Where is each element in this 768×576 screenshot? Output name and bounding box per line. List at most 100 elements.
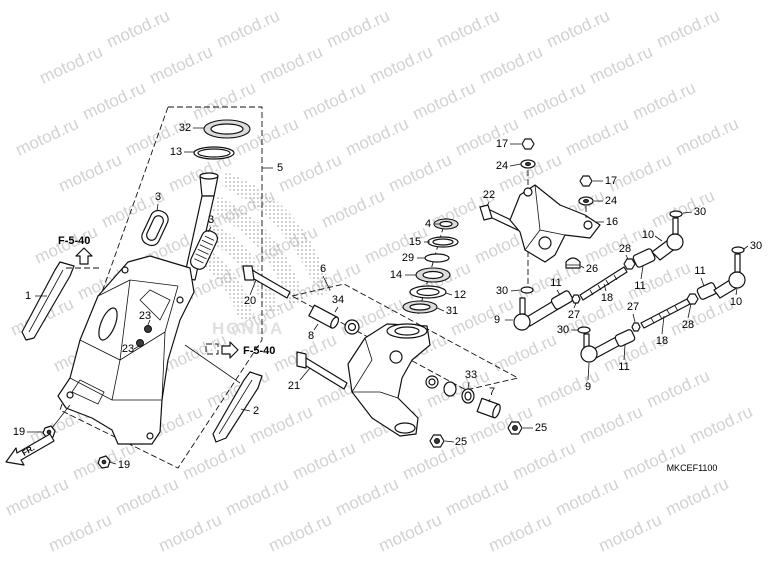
watermark-text: motod.ru [300,78,369,124]
callouts: 32 13 5 3 3 1 20 23 23 21 2 19 19 6 34 8… [13,122,762,471]
watermark-text: motod.ru [453,114,522,160]
callout: 6 [320,263,326,275]
callout: 27 [568,309,580,321]
callout: 21 [288,380,300,392]
part-32-seal [203,119,251,139]
watermark-text: motod.ru [510,438,579,484]
watermark-text: motod.ru [654,6,723,52]
callout: 11 [694,265,705,277]
part-31-seal [402,300,438,314]
watermark-text: motod.ru [343,114,412,160]
watermark-text: motod.ru [443,474,512,520]
watermark-text: motod.ru [257,42,326,88]
callout: 17 [496,138,508,150]
watermark-text: motod.ru [180,438,249,484]
front-direction-indicator: FR. [5,433,55,466]
watermark-text: motod.ru [233,114,302,160]
callout: 24 [605,195,617,207]
logo-text: HONDA [212,319,284,338]
watermark-text: motod.ru [13,114,82,160]
part-14-bearing [415,267,451,283]
watermark-text: motod.ru [553,474,622,520]
callout: 17 [605,175,617,187]
watermark-text: motod.ru [663,474,732,520]
watermark-text: motod.ru [563,114,632,160]
callout: 30 [496,285,508,297]
part-17-nut-left [521,138,535,150]
reference-marker-top-left: F-5-40 [58,235,100,269]
part-24-washer-right [578,196,594,206]
watermark-text: motod.ru [147,42,216,88]
callout: 8 [308,330,314,342]
callout: 15 [409,236,421,248]
part-25-nut-left [429,434,445,448]
part-19-bolt-bottom [97,455,111,469]
reference-label: F-5-40 [58,235,90,247]
callout: 23 [122,343,134,355]
callout: 31 [446,305,458,317]
part-2-cover [212,371,263,443]
callout: 9 [494,314,500,326]
callout: 30 [557,324,569,336]
part-3-pad-upper [141,209,169,247]
reference-label: F-5-40 [243,345,275,357]
part-25-nut-right [507,421,523,435]
watermark-text: motod.ru [467,402,536,448]
honda-wing-logo: HONDA [196,172,332,338]
part-8-collar [308,304,340,329]
part-30-washer-mid [520,286,534,294]
callout: 25 [535,422,547,434]
part-30-washer-upper [669,210,683,218]
part-3-pad-lower [189,230,219,270]
watermark-text: motod.ru [620,438,689,484]
watermark-text: motod.ru [644,366,713,412]
part-27-nut-mid [571,294,581,304]
part-15-washer [427,236,459,248]
part-19-bolt-left [42,425,56,439]
watermark-text: motod.ru [687,402,756,448]
part-4-nut [433,218,459,230]
watermark-text: motod.ru [290,438,359,484]
watermark-text: motod.ru [3,474,72,520]
part-6-steering-arm [347,323,431,437]
part-33-bushing [425,375,475,404]
callout: 23 [139,310,151,322]
watermark-text: motod.ru [596,510,665,556]
watermark-text: motod.ru [477,42,546,88]
callout: 26 [586,263,598,275]
callout: 10 [730,296,742,308]
callout: 19 [13,426,25,438]
callout: 34 [332,294,344,306]
leader-lines [27,127,749,465]
part-11-boot-mid [550,290,574,310]
callout: 3 [155,191,161,203]
part-23-nut-upper [144,325,152,333]
callout: 30 [750,240,762,252]
part-13-ring [193,146,235,160]
part-21-bolt [296,351,348,390]
watermark-text: motod.ru [410,78,479,124]
part-24-washer-left [520,159,536,169]
callout: 28 [682,319,694,331]
watermark-text: motod.ru [156,510,225,556]
part-11-boot-lower-right [696,282,718,300]
callout: 33 [465,369,477,381]
watermark-text: motod.ru [649,186,718,232]
watermark-text: motod.ru [367,42,436,88]
part-7-collar [476,397,501,419]
watermark-text: motod.ru [434,6,503,52]
callout: 18 [601,292,613,304]
watermark-text: motod.ru [333,474,402,520]
watermark-text: motod.ru [376,510,445,556]
part-20-bolt [242,265,291,299]
part-16-bracket [509,184,601,263]
callout: 18 [656,335,668,347]
callout: 11 [634,280,645,292]
watermark-text: motod.ru [486,510,555,556]
part-5-frame [57,172,219,445]
watermark-text: motod.ru [266,510,335,556]
callout: 20 [244,295,256,307]
callout: 13 [170,146,182,158]
callout: 30 [694,206,706,218]
callout: 10 [642,229,654,241]
